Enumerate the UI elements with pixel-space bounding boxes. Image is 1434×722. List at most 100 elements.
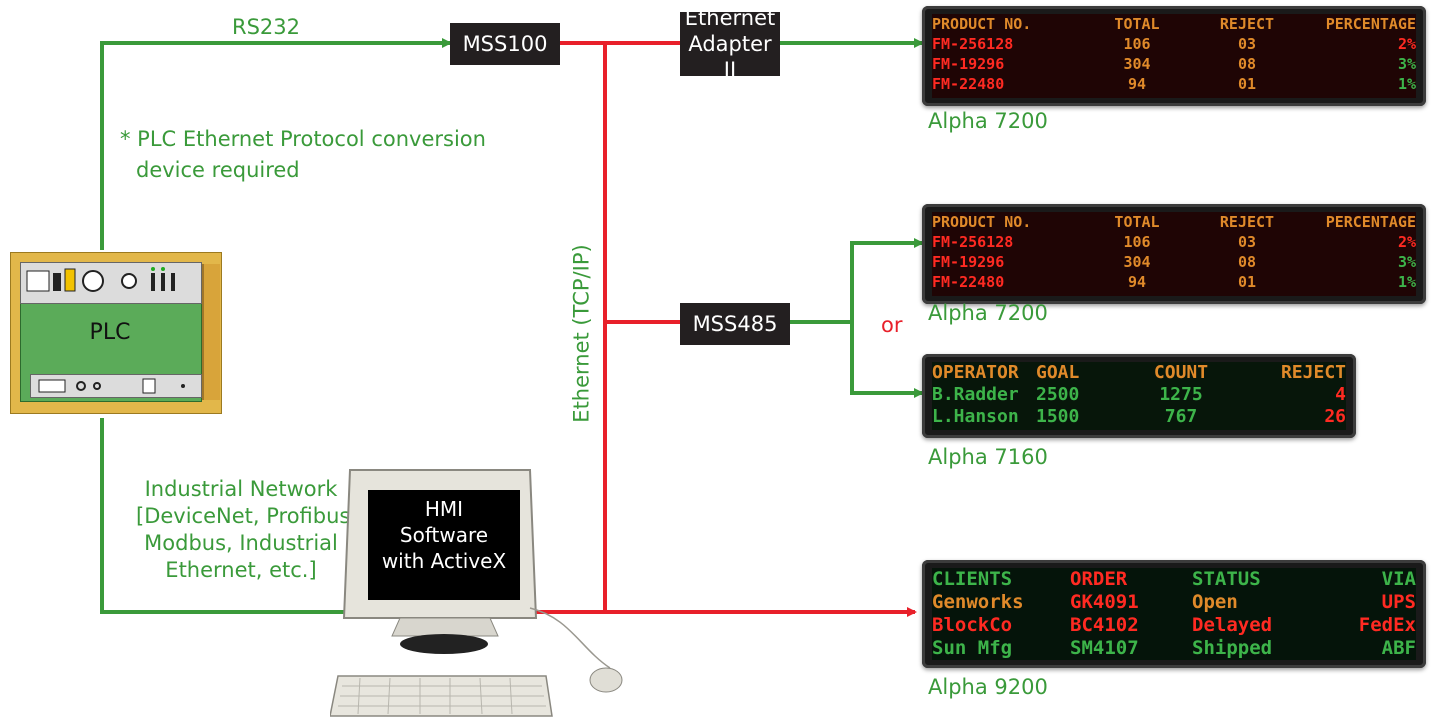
sign-data-row: L.Hanson 1500 767 26 [932,406,1346,428]
sign-cell: FM-19296 [932,253,1005,271]
sign-data-row: FM-22480 94 01 1% [932,74,1416,94]
sign-cell: 94 [1127,75,1147,93]
sign-cell: OPERATOR [932,362,1019,383]
sign-cell: L.Hanson [932,406,1019,427]
sign3-caption: Alpha 7160 [928,445,1048,469]
sign-cell: REJECT [1219,213,1275,231]
sign-cell: 304 [1123,253,1151,271]
sign-cell: 26 [1324,406,1346,427]
plc-bottom-ports [30,374,202,398]
sign-cell: PERCENTAGE [1325,15,1416,33]
adapter-line1: Ethernet [684,6,776,30]
industrial-network-label: Industrial Network [DeviceNet, Profibus,… [136,476,358,584]
industrial-line1: Industrial Network [144,477,338,501]
sign-cell: 01 [1237,273,1257,291]
sign-cell: Shipped [1192,637,1273,659]
mss100-label: MSS100 [462,32,548,56]
sign-cell: 2500 [1036,384,1080,405]
hmi-line3: with ActiveX [381,549,507,573]
sign-cell: 03 [1237,35,1257,53]
sign-cell: ORDER [1070,568,1128,590]
sign-cell: 3% [1397,253,1416,271]
rs232-line [100,38,452,250]
plc-din-rail [202,264,220,400]
ethernet-adapter-box: Ethernet Adapter II [680,6,780,82]
sign-cell: FM-22480 [932,273,1005,291]
sign-cell: 767 [1164,406,1198,427]
industrial-network-line [100,418,370,614]
sign-cell: 03 [1237,233,1257,251]
sign-cell: FM-19296 [932,55,1005,73]
sign-cell: Delayed [1192,614,1273,636]
sign-cell: PRODUCT NO. [932,213,1032,231]
mss485-to-sign2-line [850,238,924,322]
sign-cell: FM-22480 [932,75,1005,93]
plc-io-icons [26,267,175,292]
hmi-line2: Software [399,523,489,547]
adapter-line2: Adapter II [688,32,772,82]
sign-data-row: Sun Mfg SM4107 Shipped ABF [932,637,1416,660]
sign-cell: COUNT [1153,362,1209,383]
hmi-computer: HMI Software with ActiveX [329,468,630,718]
plc-device: PLC [10,244,224,416]
sign-cell: PERCENTAGE [1325,213,1416,231]
industrial-line2: [DeviceNet, Profibus, [136,504,358,528]
sign-cell: BC4102 [1070,614,1139,636]
sign-header-row: PRODUCT NO. TOTAL REJECT PERCENTAGE [932,212,1416,232]
sign-cell: 1275 [1159,384,1203,405]
sign1-caption: Alpha 7200 [928,109,1048,133]
sign-cell: FM-256128 [932,35,1014,53]
sign-cell: 08 [1237,55,1257,73]
rs232-label: RS232 [232,15,301,39]
plc-note-line2: device required [136,158,300,182]
sign-cell: 106 [1123,233,1151,251]
sign-data-row: FM-22480 94 01 1% [932,272,1416,292]
mss100-box: MSS100 [450,23,560,65]
sign-cell: 01 [1237,75,1257,93]
sign-cell: GOAL [1036,362,1080,383]
sign-cell: 94 [1127,273,1147,291]
industrial-line4: Ethernet, etc.] [165,558,317,582]
sign-cell: SM4107 [1070,637,1139,659]
sign-cell: CLIENTS [932,568,1013,590]
mss485-box: MSS485 [680,303,790,345]
sign-cell: FedEx [1358,614,1416,636]
sign-cell: Sun Mfg [932,637,1013,659]
sign-cell: 304 [1123,55,1151,73]
sign-header-row: OPERATOR GOAL COUNT REJECT [932,362,1346,384]
sign-cell: FM-256128 [932,233,1014,251]
sign-cell: REJECT [1219,15,1275,33]
sign-cell: TOTAL [1114,15,1160,33]
sign-cell: 1% [1397,75,1416,93]
sign-cell: 3% [1397,55,1416,73]
sign-cell: 1% [1397,273,1416,291]
sign-cell: B.Radder [932,384,1019,405]
sign-cell: ABF [1381,637,1416,659]
hmi-screen-text: HMI Software with ActiveX [368,496,520,574]
sign-cell: REJECT [1280,362,1346,383]
plc-note-line1: * PLC Ethernet Protocol conversion [120,127,486,151]
or-label: or [881,313,903,337]
sign-cell: 1500 [1036,406,1080,427]
sign-data-row: FM-256128 106 03 2% [932,232,1416,252]
sign-cell: TOTAL [1114,213,1160,231]
sign-data-row: FM-19296 304 08 3% [932,54,1416,74]
hmi-line1: HMI [424,497,464,521]
sign-cell: 2% [1397,233,1416,251]
sign2-caption: Alpha 7200 [928,301,1048,325]
mss485-label: MSS485 [692,312,778,336]
plc-io-bar [20,262,202,304]
sign-cell: Genworks [932,591,1024,613]
